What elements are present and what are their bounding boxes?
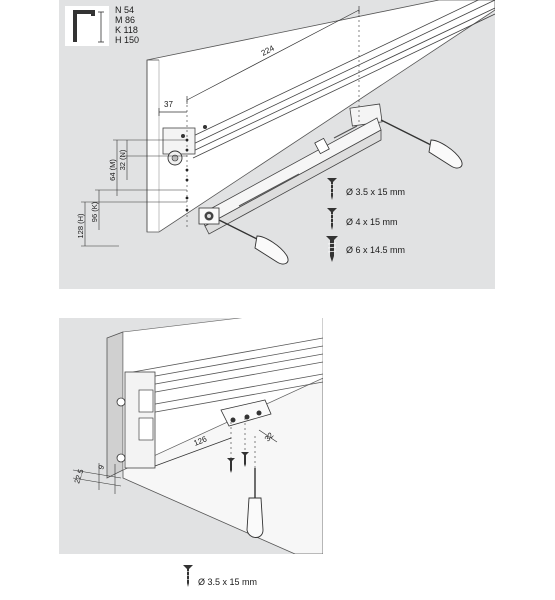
top-diagram-panel: 224 37 64 (M) 32 (N) 96 (K) 128 (H) [59,0,495,289]
front-runner-bracket [162,125,207,166]
bottom-screw-icon [183,565,193,587]
dimension-96k-label: 96 (K) [90,201,99,222]
drawer-rails [132,337,323,417]
dimension-32n-label: 32 (N) [118,149,127,170]
front-fixing-clip [198,207,220,225]
dimension-64m-label: 64 (M) [108,159,117,181]
cabinet-back [122,318,323,471]
drawer-runner [188,0,495,159]
legend-row-k: K 118 [115,25,138,35]
screw-3-5x15-label: Ø 3.5 x 15 mm [346,187,406,197]
cabinet-side-panel [146,0,495,233]
height-legend: N 54 M 86 K 118 H 150 [115,5,139,45]
screw-3-5x15-icon [327,178,337,200]
top-diagram-drawing: 224 37 64 (M) 32 (N) 96 (K) 128 (H) [65,0,495,265]
legend-row-m: M 86 [115,15,136,25]
hole-guides [230,418,256,468]
legend-row-h: H 150 [115,35,140,45]
bottom-diagram-drawing: 126 32 9 22.5 [72,318,323,554]
mount-screw-icon [227,452,249,473]
screw-6x14-5-icon [326,236,338,262]
screw-4x15-label: Ø 4 x 15 mm [346,217,398,227]
screwdriver-upper [380,119,463,169]
dimension-9-label: 9 [96,464,106,471]
front-bracket [116,371,156,469]
screw-4x15-icon [327,208,337,230]
bottom-diagram-panel: 126 32 9 22.5 [59,318,323,554]
screwdriver [246,468,264,538]
profile-height-icon [65,6,109,46]
rear-mounting-plate [220,399,272,427]
dimension-37-label: 37 [164,100,173,109]
dimension-22-5-label: 22.5 [72,468,85,485]
vertical-dimensions [81,139,187,247]
legend-row-n: N 54 [115,5,135,15]
dimension-128h-label: 128 (H) [76,213,85,239]
bottom-screw-label: Ø 3.5 x 15 mm [198,577,258,587]
screwdriver-lower [218,219,289,265]
dimension-9-and-22-5 [72,463,122,494]
drawer-profile [200,117,382,235]
dimension-37: 37 [158,100,187,116]
screw-6x14-5-label: Ø 6 x 14.5 mm [346,245,406,255]
